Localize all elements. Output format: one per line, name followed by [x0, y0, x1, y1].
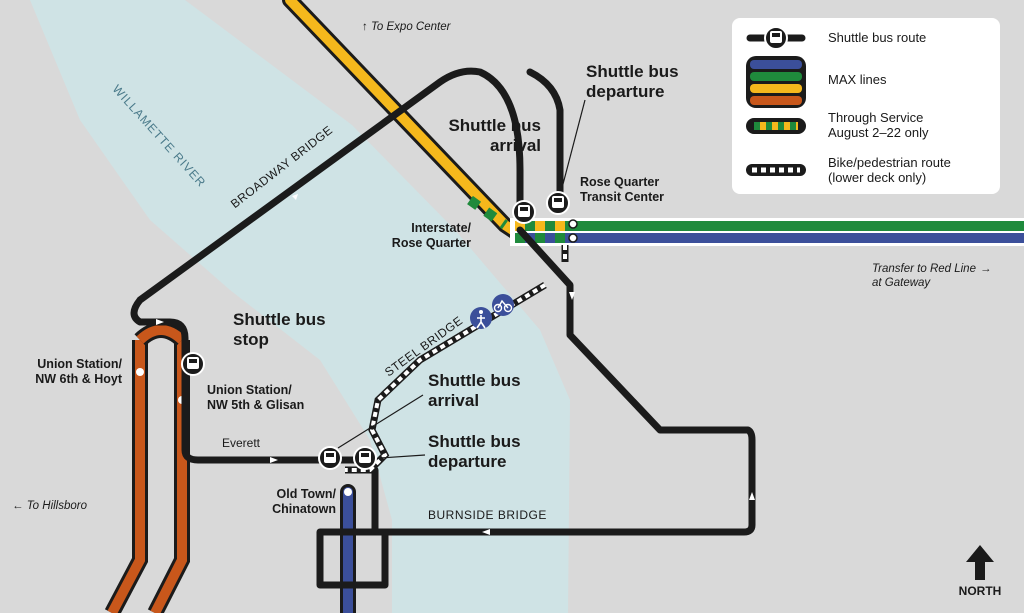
- pedestrian-icon: [470, 307, 492, 329]
- legend-swatches: [746, 26, 806, 176]
- callout-departure-bottom: Shuttle bus departure: [428, 432, 521, 471]
- bus-icon: [746, 26, 806, 50]
- bike-icon: [492, 294, 514, 316]
- arrow-left-icon: ←: [12, 500, 24, 512]
- callout-leaders: [337, 99, 586, 459]
- arrow-right-icon: →: [979, 263, 992, 275]
- callout-arrival-top: Shuttle bus arrival: [448, 116, 541, 155]
- direction-hillsboro: ← To Hillsboro: [12, 500, 87, 512]
- callout-departure-top: Shuttle bus departure: [586, 62, 679, 101]
- station-old-town: Old Town/ Chinatown: [272, 487, 336, 516]
- bus-icon: [512, 200, 536, 224]
- bike-ped-route: [345, 245, 569, 474]
- bus-icon: [181, 352, 205, 376]
- willamette-river: [30, 0, 570, 613]
- max-lines-swatch: [746, 56, 806, 108]
- legend-bike-ped: Bike/pedestrian route (lower deck only): [828, 155, 951, 185]
- bus-icon: [353, 446, 377, 470]
- arrow-up-icon: ↑: [362, 21, 368, 33]
- blue-line-old-town: [340, 484, 356, 613]
- direction-expo: ↑ To Expo Center: [362, 21, 451, 33]
- max-lines-east: [510, 218, 1024, 246]
- burnside-bridge-label: BURNSIDE BRIDGE: [428, 508, 547, 522]
- orange-line-west: [104, 322, 190, 613]
- bus-icon: [546, 191, 570, 215]
- callout-arrival-bottom: Shuttle bus arrival: [428, 371, 521, 410]
- route-arrows: [156, 194, 755, 535]
- north-label: NORTH: [958, 584, 1002, 598]
- station-rose-quarter-tc: Rose Quarter Transit Center: [580, 175, 665, 204]
- bike-ped-swatch: [746, 164, 806, 176]
- direction-red-line: Transfer to Red Line at Gateway →: [872, 263, 992, 289]
- station-union-6th: Union Station/ NW 6th & Hoyt: [35, 357, 122, 386]
- legend-max: MAX lines: [828, 72, 887, 87]
- legend-shuttle: Shuttle bus route: [828, 30, 927, 45]
- callout-stop: Shuttle bus stop: [233, 310, 326, 349]
- station-union-5th: Union Station/ NW 5th & Glisan: [207, 383, 305, 412]
- north-indicator: NORTH: [950, 540, 1010, 599]
- station-interstate-rq: Interstate/ Rose Quarter: [391, 221, 471, 250]
- north-arrow-icon: [966, 545, 994, 580]
- street-everett: Everett: [222, 436, 261, 450]
- bus-icon: [318, 446, 342, 470]
- legend: Shuttle bus route MAX lines Through Serv…: [732, 18, 1000, 194]
- legend-through: Through Service August 2–22 only: [828, 110, 929, 140]
- through-service-swatch: [746, 118, 806, 134]
